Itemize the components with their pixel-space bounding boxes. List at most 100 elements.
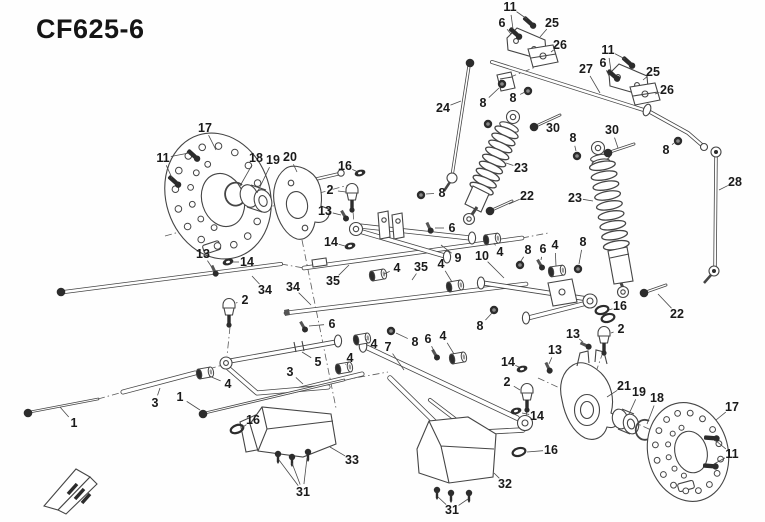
rod-fill	[358, 224, 472, 240]
disc-hole	[204, 160, 212, 168]
steering-knuckle-left	[273, 165, 345, 240]
ball-end	[198, 409, 208, 419]
callout-14: 14	[240, 255, 254, 269]
rod-fill	[645, 284, 667, 293]
callout-4: 4	[347, 351, 354, 365]
callout-17: 17	[198, 121, 212, 135]
bushing-bore	[382, 271, 386, 277]
part-ball	[529, 122, 539, 132]
part-ball	[465, 58, 475, 68]
disc-hole	[670, 481, 677, 489]
bushing-end	[445, 281, 453, 293]
leader-line	[715, 411, 727, 421]
washer-hole	[513, 409, 519, 413]
callout-9: 9	[455, 251, 462, 265]
rod-fill	[357, 229, 447, 258]
balljoint-body	[346, 192, 358, 201]
leader-line	[554, 252, 557, 267]
leader-line	[440, 244, 452, 254]
part-bolt	[606, 69, 621, 82]
part-bushing	[482, 232, 502, 246]
leader-line	[395, 332, 408, 339]
part-bushing	[368, 268, 388, 282]
bolt-head	[628, 62, 636, 69]
callout-6: 6	[449, 221, 456, 235]
assembly-axis	[280, 263, 305, 269]
upper-a-arm-left	[348, 210, 477, 264]
callout-14: 14	[501, 355, 515, 369]
callout-16: 16	[613, 299, 627, 313]
shock-absorber-right	[588, 140, 634, 299]
callout-21: 21	[617, 379, 631, 393]
bushing-bore	[496, 235, 500, 241]
callout-34: 34	[286, 280, 300, 294]
callout-28: 28	[728, 175, 742, 189]
leader-line	[608, 308, 613, 311]
bolt-shaft	[703, 435, 716, 441]
leader-line	[671, 142, 675, 146]
part-boltsm	[425, 221, 434, 234]
leader-line	[251, 275, 260, 285]
part-nut	[489, 305, 499, 315]
disc-hole	[682, 487, 690, 495]
leader-line	[506, 28, 512, 35]
leader-line	[646, 405, 655, 425]
bushing-end	[195, 368, 203, 380]
callout-25: 25	[646, 65, 660, 79]
nut-hole	[389, 329, 393, 333]
bushing-end	[368, 270, 376, 282]
assembly-axis	[226, 326, 231, 357]
leader-line	[628, 399, 637, 415]
part-nut	[416, 190, 426, 200]
balljoint-body	[521, 392, 533, 401]
o-ring	[511, 446, 527, 458]
part-nut	[573, 264, 583, 274]
lower-a-arm-left	[219, 334, 343, 370]
leader-line	[539, 28, 548, 38]
ball-end	[465, 58, 475, 68]
disc-hole	[652, 441, 659, 449]
callout-22: 22	[670, 307, 684, 321]
rod-fill	[535, 114, 561, 127]
callout-13: 13	[196, 247, 210, 261]
callout-18: 18	[650, 391, 664, 405]
skid-plate-left	[239, 406, 337, 458]
callout-6: 6	[425, 332, 432, 346]
rod-fill	[364, 345, 519, 420]
leader-line	[605, 70, 610, 77]
rod-fill	[29, 398, 99, 413]
balljoint-tip	[226, 322, 232, 328]
callout-19: 19	[266, 153, 280, 167]
stud-head	[274, 450, 282, 458]
disc-hole	[197, 215, 205, 223]
snap-ring-right	[634, 418, 652, 441]
callout-16: 16	[544, 443, 558, 457]
bolt-head	[302, 326, 308, 333]
leader-line	[485, 312, 493, 321]
callout-32: 32	[498, 477, 512, 491]
callout-35: 35	[326, 274, 340, 288]
part-boltsm	[210, 264, 219, 277]
part-boltsm	[544, 361, 553, 374]
part-bolt	[522, 16, 537, 29]
spring-coil	[597, 210, 625, 221]
bolt-head	[713, 435, 720, 442]
leader-line	[574, 145, 577, 152]
bolt-head	[712, 463, 719, 470]
disc-hole	[183, 222, 192, 231]
callout-25: 25	[545, 16, 559, 30]
disc-hole	[187, 184, 195, 191]
balljoint-body	[223, 307, 235, 316]
bushing-bore	[561, 267, 565, 273]
stud-head	[304, 448, 312, 456]
wheel-bearing-right	[611, 408, 640, 435]
leader-line	[392, 353, 405, 371]
callout-13: 13	[566, 327, 580, 341]
callout-4: 4	[552, 238, 559, 252]
balljoint-dome	[520, 382, 534, 394]
part-ball	[23, 408, 33, 418]
bolt-head	[585, 343, 592, 350]
nut-hole	[486, 122, 490, 126]
leader-line	[431, 345, 435, 352]
